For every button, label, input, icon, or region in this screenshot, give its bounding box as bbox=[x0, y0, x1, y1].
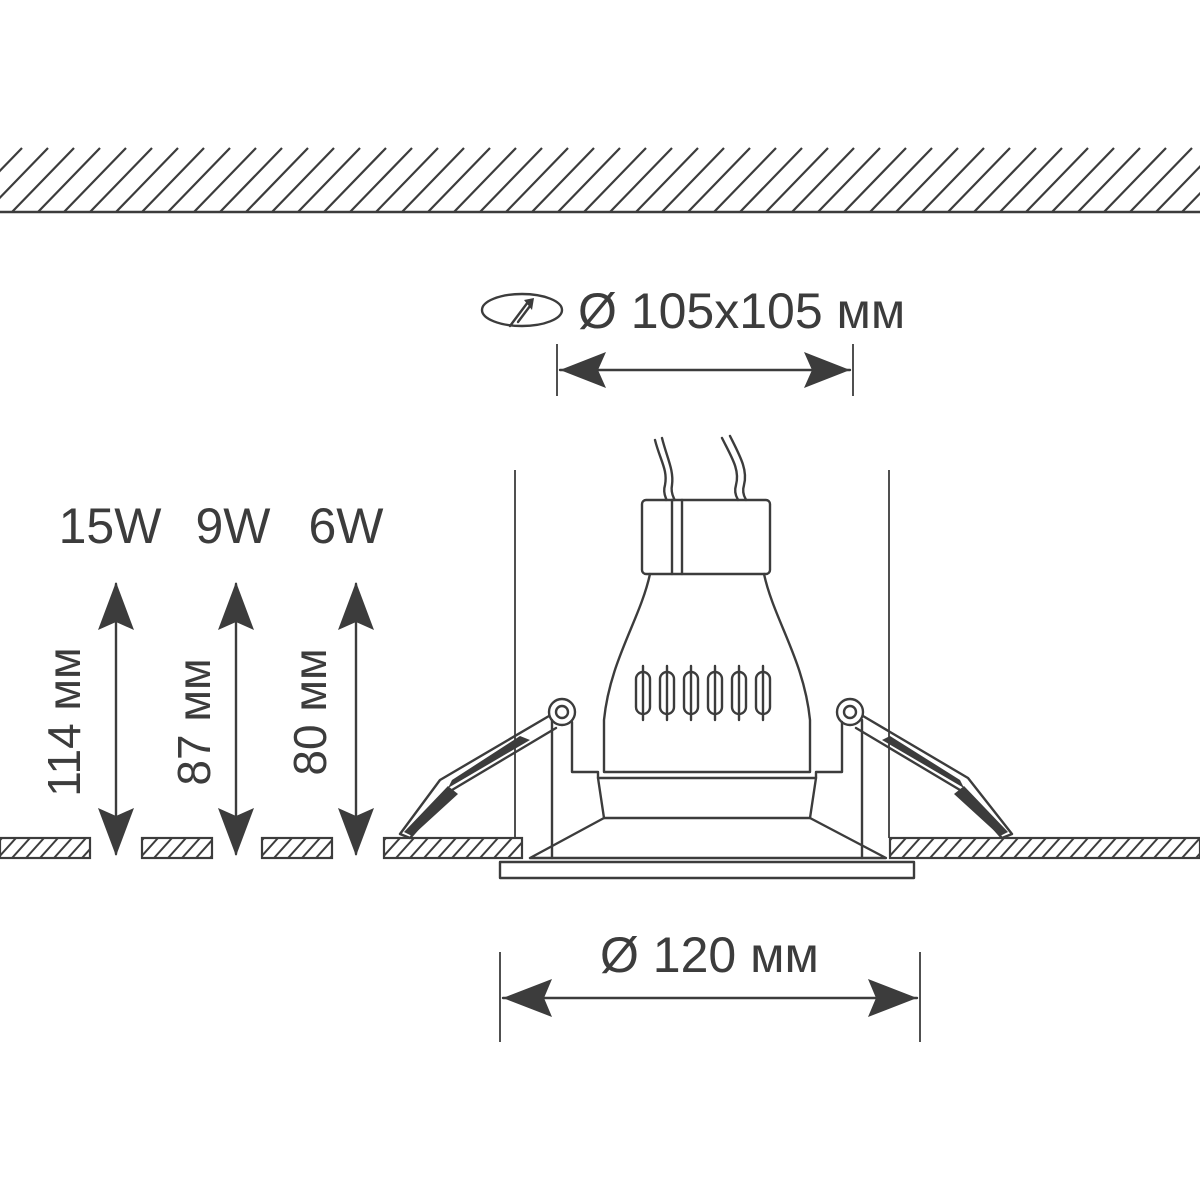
height-dimension-9w: 87 мм bbox=[168, 582, 254, 856]
hatch-line bbox=[895, 147, 959, 212]
diameter-dimension: Ø 120 мм bbox=[499, 927, 921, 1042]
ceiling-panel-segment bbox=[888, 836, 1200, 860]
hatch-line bbox=[947, 147, 1011, 212]
power-variants: 15W 9W 6W 114 мм 87 мм 80 мм bbox=[38, 498, 384, 856]
arrow-left-icon bbox=[503, 979, 552, 1017]
hatch-line bbox=[1103, 147, 1167, 212]
ceiling-panel bbox=[0, 836, 1200, 860]
hatch-line bbox=[89, 147, 153, 212]
arrow-right-icon bbox=[868, 979, 917, 1017]
hatch-line bbox=[739, 147, 803, 212]
ceiling-slab bbox=[0, 147, 1200, 214]
hatch-line bbox=[1025, 147, 1089, 212]
hatch-line bbox=[167, 147, 231, 212]
arrow-right-icon bbox=[804, 352, 850, 388]
lamp-bezel bbox=[528, 816, 888, 860]
hatch-line bbox=[1077, 147, 1141, 212]
arrow-left-icon bbox=[560, 352, 606, 388]
lamp-cap bbox=[640, 498, 772, 576]
hatch-line bbox=[115, 147, 179, 212]
hatch-line bbox=[0, 147, 49, 200]
rotation-cut-icon bbox=[480, 292, 564, 328]
hatch-line bbox=[661, 147, 725, 212]
lamp-bracket bbox=[570, 720, 844, 780]
cutout-dimension: Ø 105x105 мм bbox=[480, 283, 905, 396]
hatch-line bbox=[401, 147, 465, 212]
power-label-9w: 9W bbox=[196, 498, 272, 554]
power-label-15w: 15W bbox=[59, 498, 163, 554]
lamp-body bbox=[602, 572, 812, 774]
wire-left bbox=[653, 438, 668, 502]
cutout-label: Ø 105x105 мм bbox=[578, 283, 905, 339]
hatch-line bbox=[505, 147, 569, 212]
spring-clip-right bbox=[835, 697, 1014, 840]
hatch-line bbox=[193, 147, 257, 212]
hatch-line bbox=[37, 147, 101, 212]
hatch-line bbox=[1051, 147, 1115, 212]
height-label-15w: 114 мм bbox=[38, 647, 90, 796]
hatch-line bbox=[323, 147, 387, 212]
hatch-line bbox=[609, 147, 673, 212]
hatch-line bbox=[531, 147, 595, 212]
hatch-line bbox=[843, 147, 907, 212]
height-label-6w: 80 мм bbox=[284, 648, 336, 775]
hatch-line bbox=[791, 147, 855, 212]
hatch-line bbox=[375, 147, 439, 212]
hatch-line bbox=[271, 147, 335, 212]
hatch-line bbox=[713, 147, 777, 212]
ceiling-panel-segment bbox=[382, 836, 524, 860]
hatch-line bbox=[245, 147, 309, 212]
hatch-line bbox=[479, 147, 543, 212]
hatch-line bbox=[349, 147, 413, 212]
hatch-line bbox=[1181, 191, 1200, 212]
heatsink-slots bbox=[634, 664, 772, 722]
hatch-line bbox=[219, 147, 283, 212]
hatch-line bbox=[921, 147, 985, 212]
spring-clip-left bbox=[398, 697, 577, 840]
hatch-line bbox=[583, 147, 647, 212]
hatch-line bbox=[1155, 164, 1200, 212]
ceiling-hatching bbox=[0, 147, 1200, 212]
ceiling-panel-segment bbox=[140, 836, 214, 860]
hatch-line bbox=[63, 147, 127, 212]
hatch-line bbox=[973, 147, 1037, 212]
hatch-line bbox=[557, 147, 621, 212]
lamp-rim bbox=[498, 860, 916, 880]
hatch-line bbox=[635, 147, 699, 212]
power-label-6w: 6W bbox=[309, 498, 385, 554]
wire-right bbox=[720, 436, 740, 502]
lamp-collar bbox=[596, 776, 818, 820]
wire-left-b bbox=[660, 436, 676, 502]
height-label-9w: 87 мм bbox=[168, 658, 220, 785]
hatch-line bbox=[765, 147, 829, 212]
hatch-line bbox=[453, 147, 517, 212]
hatch-line bbox=[11, 147, 75, 212]
hatch-line bbox=[427, 147, 491, 212]
hatch-line bbox=[1129, 147, 1193, 212]
hatch-line bbox=[999, 147, 1063, 212]
hatch-line bbox=[687, 147, 751, 212]
hatch-line bbox=[297, 147, 361, 212]
ceiling-panel-segment bbox=[260, 836, 334, 860]
ceiling-panel-segment bbox=[0, 836, 92, 860]
downlight-fixture bbox=[398, 434, 1014, 880]
diameter-label: Ø 120 мм bbox=[600, 927, 819, 983]
height-dimension-15w: 114 мм bbox=[38, 582, 134, 856]
hatch-line bbox=[869, 147, 933, 212]
hatch-line bbox=[0, 147, 23, 173]
hatch-line bbox=[141, 147, 205, 212]
height-dimension-6w: 80 мм bbox=[284, 582, 374, 856]
wire-right-b bbox=[728, 434, 748, 502]
hatch-line bbox=[817, 147, 881, 212]
